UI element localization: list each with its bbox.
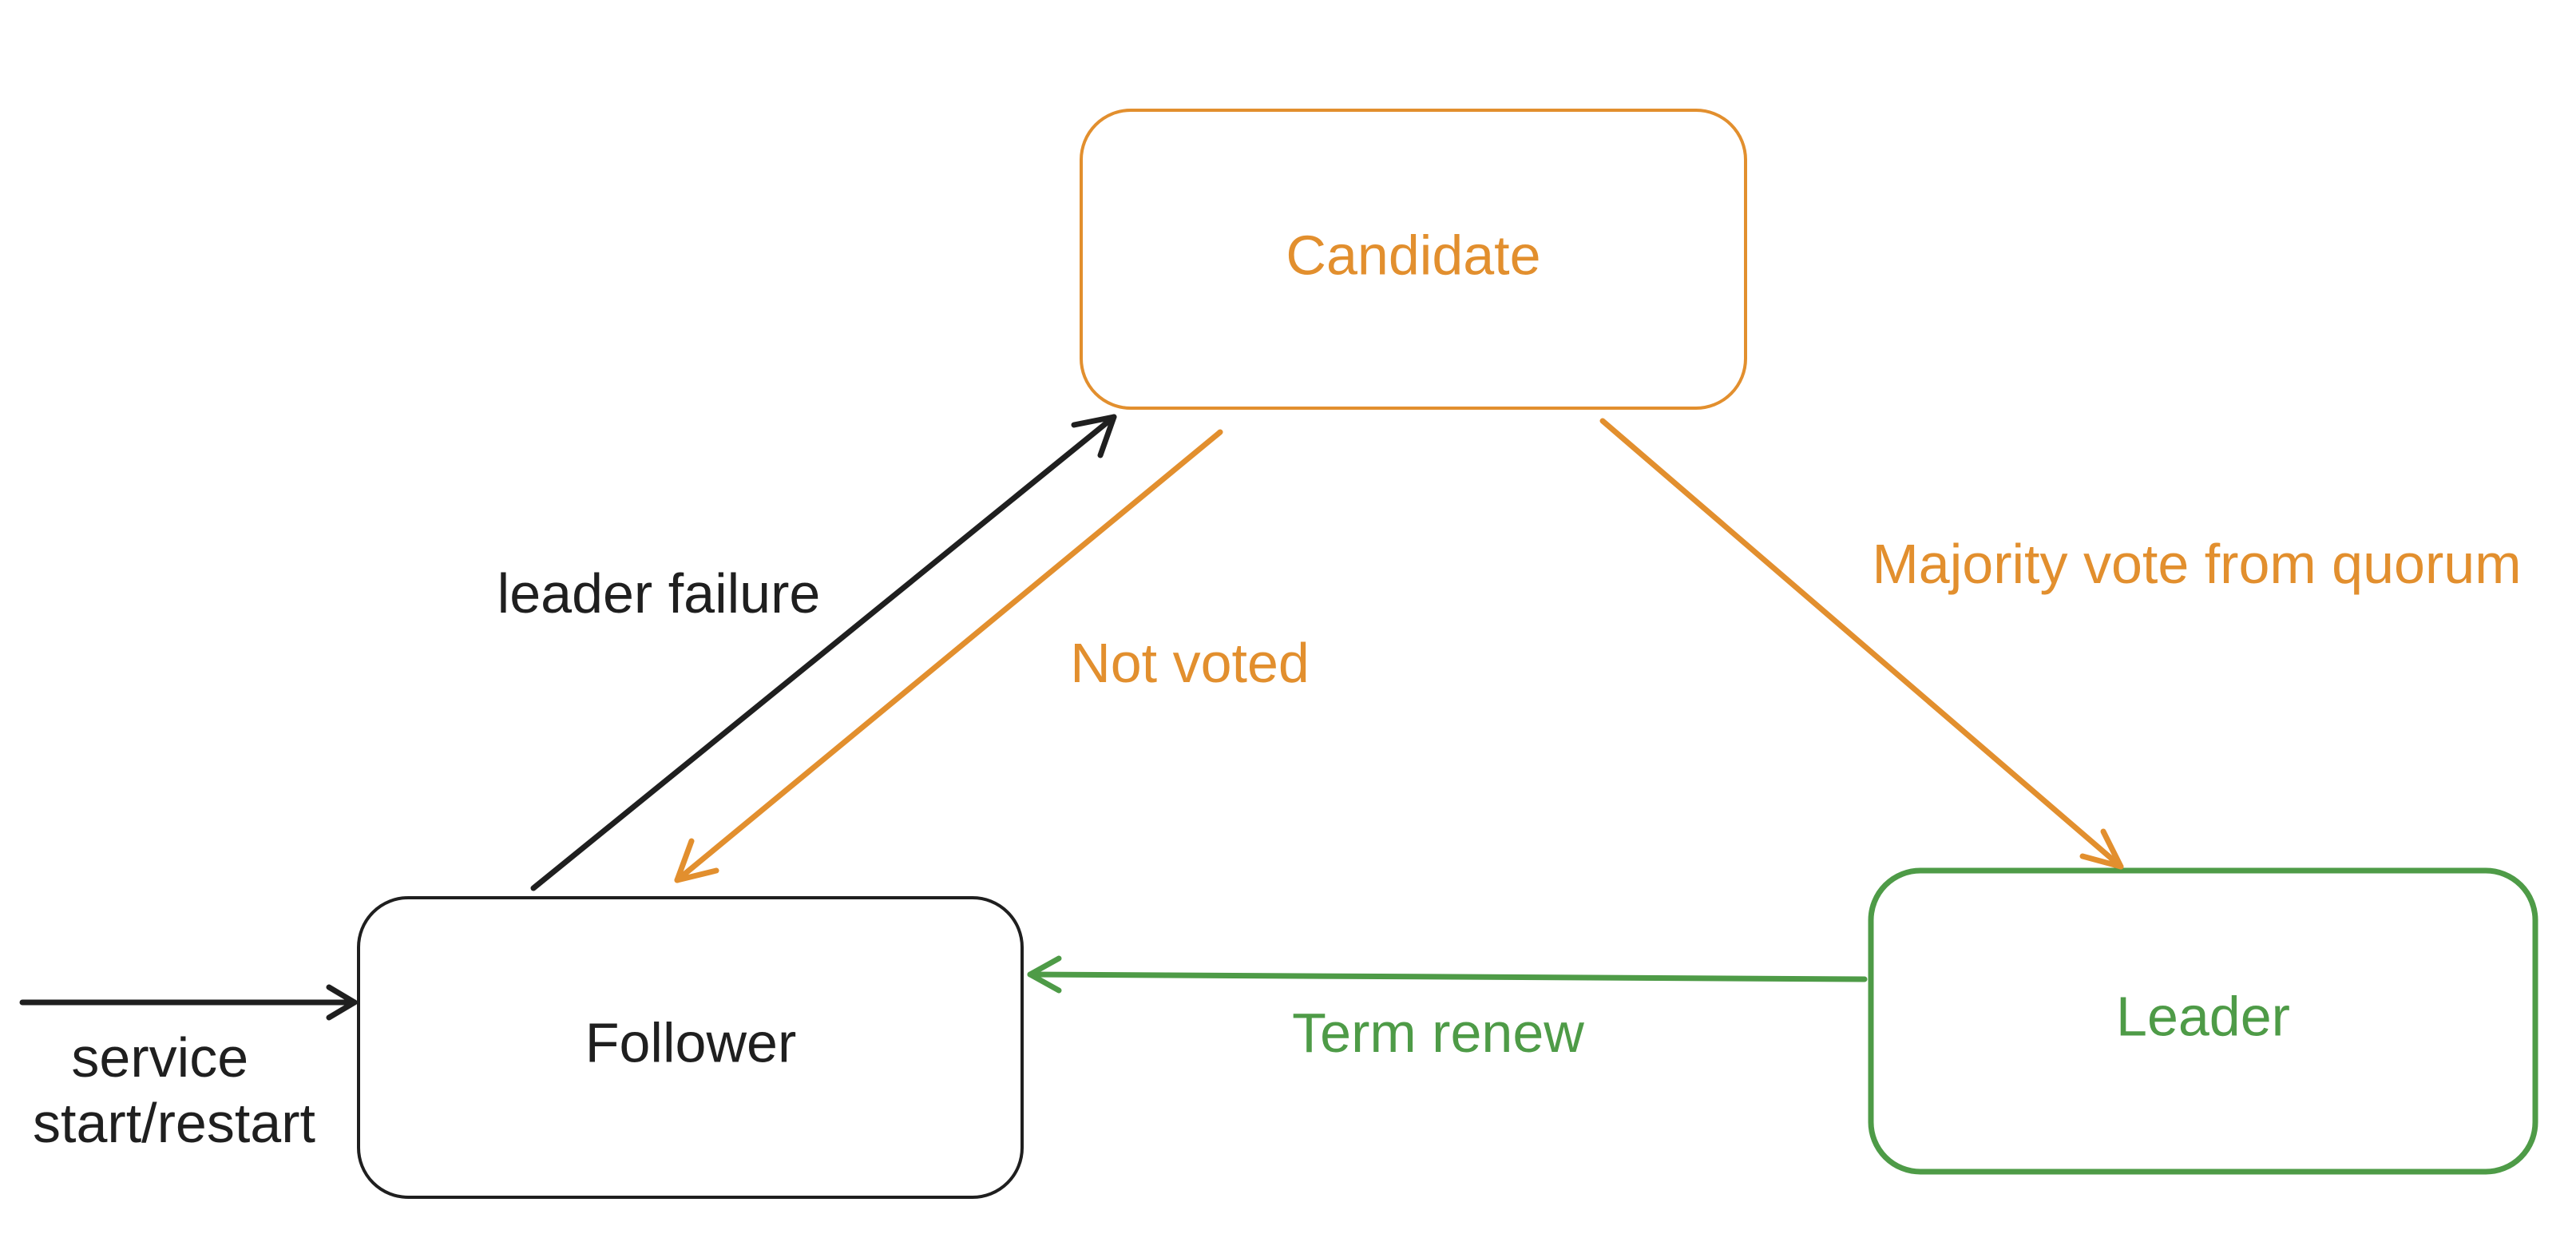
leader-failure-label: leader failure xyxy=(497,562,821,625)
follower-label: Follower xyxy=(585,1011,797,1073)
term-renew-label: Term renew xyxy=(1292,1002,1584,1064)
majority-vote-label: Majority vote from quorum xyxy=(1872,533,2521,595)
follower-box xyxy=(357,896,1024,1199)
svg-text:service start/restart: service start/restart xyxy=(33,1026,315,1154)
service-start-label-line2: start/restart xyxy=(33,1092,315,1154)
service-start-label-line1: service xyxy=(71,1026,248,1089)
not-voted-label: Not voted xyxy=(1070,632,1310,694)
term-renew-arrow xyxy=(1027,955,1868,994)
candidate-box xyxy=(1080,109,1747,410)
leader-label: Leader xyxy=(2116,985,2290,1047)
leader-box xyxy=(1868,867,2538,1175)
service-start-arrow xyxy=(19,984,358,1021)
leader-failure-arrow xyxy=(530,414,1117,891)
candidate-label: Candidate xyxy=(1286,224,1540,286)
not-voted-arrow xyxy=(674,429,1223,883)
majority-vote-arrow xyxy=(1599,418,2124,870)
